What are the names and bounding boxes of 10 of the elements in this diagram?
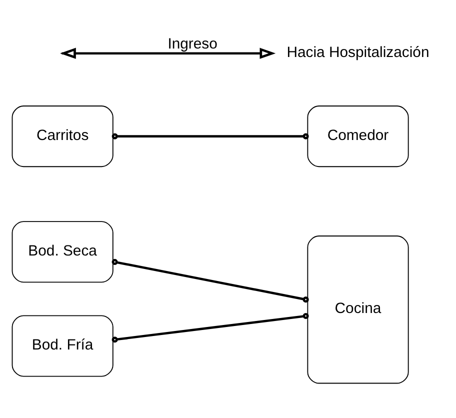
node-box: Carritos	[12, 106, 114, 168]
node-box: Bod. Seca	[12, 221, 114, 283]
node-text: Hacia Hospitalización	[286, 44, 430, 61]
connector	[112, 312, 309, 343]
node-box: Comedor	[307, 106, 409, 168]
edge-label: Ingreso	[168, 36, 218, 53]
connector	[112, 133, 309, 140]
node-box: Cocina	[307, 236, 409, 384]
connector	[112, 258, 309, 303]
node-box: Bod. Fría	[12, 315, 114, 377]
